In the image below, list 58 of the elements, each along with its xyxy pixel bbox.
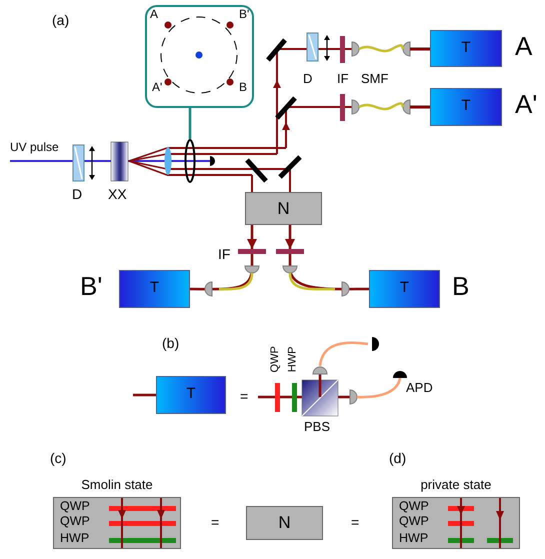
panel-letter: (b) <box>162 335 180 352</box>
panel-heading: Smolin state <box>80 478 154 493</box>
panel-letter: (c) <box>50 450 66 466</box>
transmitter-box <box>430 30 502 67</box>
component-label: QWP <box>60 499 90 514</box>
panel-heading: private state <box>420 478 492 493</box>
box-label: T <box>185 385 197 402</box>
box-label: T <box>148 279 160 296</box>
process-box <box>245 192 322 225</box>
component-label: HWP <box>286 346 300 372</box>
port-label: B' <box>80 272 102 302</box>
light-beam <box>288 254 369 290</box>
equals-sign: = <box>240 388 248 404</box>
light-beam <box>133 394 156 396</box>
component-label: SMF <box>361 72 388 87</box>
port-label: A' <box>515 90 538 120</box>
component-label: PBS <box>304 420 330 435</box>
component-panel <box>392 497 520 549</box>
component-label: D <box>72 186 82 202</box>
component-label: D <box>303 72 312 87</box>
box-label: T <box>460 97 472 114</box>
process-box <box>246 506 323 540</box>
spot-label: A <box>150 8 158 22</box>
transmitter-box <box>119 270 190 308</box>
equals-sign: = <box>351 514 360 530</box>
spot-label: B <box>239 81 248 95</box>
transmitter-box <box>430 88 502 126</box>
component-label: IF <box>218 246 230 262</box>
port-label: B <box>452 272 470 302</box>
port-label: A <box>515 32 532 62</box>
transmitter-box <box>369 270 440 308</box>
panel-letter: (d) <box>389 450 406 466</box>
panel-letter: (a) <box>52 12 70 28</box>
leader-line <box>188 108 192 139</box>
component-label: QWP <box>60 514 90 528</box>
box-label: N <box>276 198 291 218</box>
equals-sign: = <box>211 514 220 530</box>
light-beam <box>247 225 257 249</box>
box-label: T <box>398 279 410 296</box>
component-label: HWP <box>399 531 428 546</box>
transmitter-box <box>156 376 226 414</box>
component-label: HWP <box>60 531 90 546</box>
box-label: N <box>277 513 292 533</box>
interference-filter <box>276 249 304 254</box>
spot-label: A' <box>152 81 162 95</box>
callout-bubble <box>145 5 254 108</box>
component-panel <box>53 497 181 549</box>
component-label: QWP <box>268 346 282 372</box>
component-label: QWP <box>399 514 429 528</box>
beam-label: UV pulse <box>10 141 59 155</box>
box-label: T <box>460 38 472 56</box>
component-label: XX <box>108 186 127 202</box>
spot-label: B' <box>239 8 250 22</box>
light-beam <box>285 225 295 249</box>
component-label: APD <box>406 381 433 396</box>
component-label: IF <box>337 72 349 87</box>
interference-filter <box>238 249 266 254</box>
component-label: QWP <box>399 499 429 514</box>
